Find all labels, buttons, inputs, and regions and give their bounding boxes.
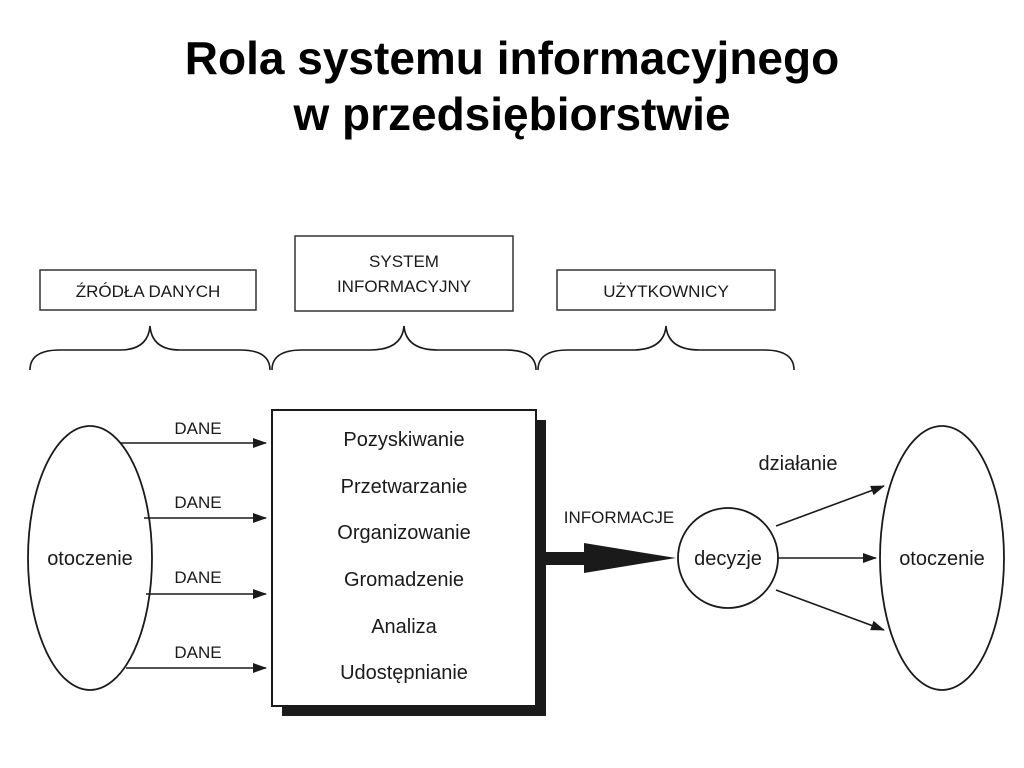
process-step: Analiza bbox=[371, 616, 437, 638]
data-arrow-label: DANE bbox=[174, 493, 221, 512]
process-step: Organizowanie bbox=[337, 522, 470, 544]
system-label-line-1: SYSTEM bbox=[369, 252, 439, 271]
users-label: UŻYTKOWNICY bbox=[603, 282, 729, 301]
data-arrow: DANE bbox=[146, 568, 267, 599]
data-arrow: DANE bbox=[144, 493, 267, 523]
sources-brace bbox=[29, 325, 271, 371]
data-arrow-label: DANE bbox=[174, 419, 221, 438]
decision-label: decyzje bbox=[694, 548, 762, 570]
left-environment: otoczenie bbox=[27, 425, 153, 691]
right-environment-label: otoczenie bbox=[899, 548, 985, 570]
process-step: Przetwarzanie bbox=[341, 476, 468, 498]
decision-node: decyzje bbox=[677, 507, 779, 609]
users-label-box: UŻYTKOWNICY bbox=[556, 269, 776, 311]
process-step: Udostępnianie bbox=[340, 662, 468, 684]
system-brace bbox=[271, 325, 537, 371]
right-environment: otoczenie bbox=[879, 425, 1005, 691]
action-label: działanie bbox=[759, 453, 838, 475]
title-line-1: Rola systemu informacyjnego bbox=[184, 32, 840, 84]
process-box: Pozyskiwanie Przetwarzanie Organizowanie… bbox=[271, 409, 546, 716]
data-arrow: DANE bbox=[120, 419, 267, 448]
left-environment-label: otoczenie bbox=[47, 548, 133, 570]
information-arrow-label: INFORMACJE bbox=[564, 508, 675, 527]
data-arrow-label: DANE bbox=[174, 643, 221, 662]
page-title: Rola systemu informacyjnego w przedsiębi… bbox=[0, 30, 1024, 142]
sources-label: ŹRÓDŁA DANYCH bbox=[76, 282, 221, 301]
data-arrow-label: DANE bbox=[174, 568, 221, 587]
system-label-box: SYSTEM INFORMACYJNY bbox=[294, 235, 514, 312]
sources-label-box: ŹRÓDŁA DANYCH bbox=[39, 269, 257, 311]
action-arrows: działanie bbox=[759, 453, 885, 631]
title-line-2: w przedsiębiorstwie bbox=[293, 88, 731, 140]
system-label-line-2: INFORMACYJNY bbox=[337, 277, 471, 296]
data-arrow: DANE bbox=[126, 643, 267, 673]
users-brace bbox=[537, 325, 795, 371]
information-arrow: INFORMACJE bbox=[546, 508, 676, 573]
process-step: Gromadzenie bbox=[344, 569, 464, 591]
process-step: Pozyskiwanie bbox=[343, 429, 464, 451]
